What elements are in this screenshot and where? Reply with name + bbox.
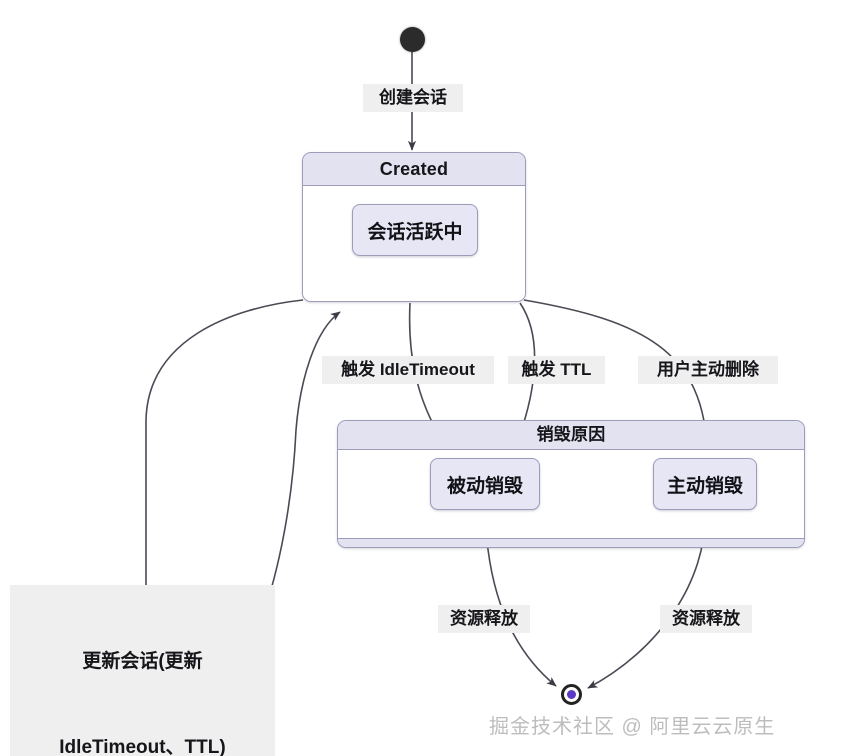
- state-created-title: Created: [303, 153, 525, 186]
- final-pseudostate-inner-dot: [567, 690, 576, 699]
- edge-label-update-session-line2: IdleTimeout、TTL): [59, 736, 226, 756]
- initial-pseudostate-node: [400, 27, 425, 52]
- final-pseudostate-node: [561, 684, 582, 705]
- state-destroy-reason-footer: [338, 538, 804, 547]
- edge-label-active-release: 资源释放: [660, 605, 752, 633]
- substate-active-destroy[interactable]: 主动销毁: [653, 458, 757, 510]
- state-created[interactable]: Created 会话活跃中: [302, 152, 526, 302]
- edge-label-ttl: 触发 TTL: [508, 356, 605, 384]
- substate-passive-destroy[interactable]: 被动销毁: [430, 458, 540, 510]
- edge-label-user-delete: 用户主动删除: [638, 356, 778, 384]
- edge-label-idle-timeout: 触发 IdleTimeout: [322, 356, 494, 384]
- edge-label-create-session: 创建会话: [363, 84, 463, 112]
- state-destroy-reason[interactable]: 销毁原因: [337, 420, 805, 548]
- edge-label-update-session: 更新会话(更新 IdleTimeout、TTL): [10, 585, 275, 756]
- edge-label-passive-release: 资源释放: [438, 605, 530, 633]
- state-destroy-reason-title: 销毁原因: [338, 421, 804, 450]
- watermark-text: 掘金技术社区 @ 阿里云云原生: [489, 716, 776, 738]
- state-created-body: 会话活跃中: [303, 186, 525, 301]
- edge-label-update-session-line1: 更新会话(更新: [82, 651, 203, 672]
- substate-session-active[interactable]: 会话活跃中: [352, 204, 478, 256]
